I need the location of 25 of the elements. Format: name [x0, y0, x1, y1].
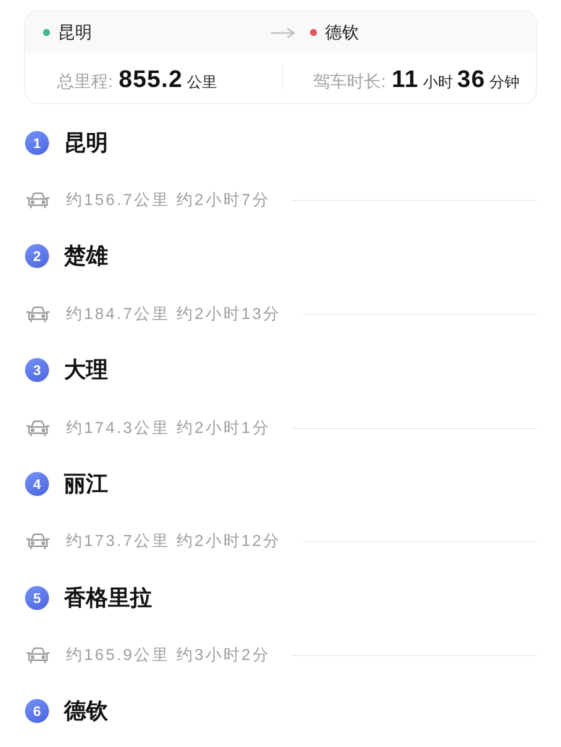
distance-text: 约174.3公里 约2小时1分 [66, 418, 270, 438]
place-name: 香格里拉 [64, 584, 152, 612]
number-badge: 3 [25, 358, 49, 382]
stat-label: 总里程: [57, 71, 113, 93]
number-badge: 6 [25, 699, 49, 723]
distance-text: 约156.7公里 约2小时7分 [66, 190, 270, 210]
number-badge: 5 [25, 586, 49, 610]
arrow [271, 28, 295, 38]
number-badge: 2 [25, 244, 49, 268]
place-name: 大理 [64, 356, 108, 384]
place-name: 德钦 [64, 697, 108, 725]
number-badge: 1 [25, 131, 49, 155]
number-badge: 4 [25, 472, 49, 496]
stat-value: 855.2 公里 [118, 65, 217, 95]
place-name: 德钦 [325, 22, 359, 44]
stat-label: 驾车时长: [313, 71, 386, 93]
distance-text: 约173.7公里 约2小时12分 [66, 532, 282, 552]
place-name: 昆明 [58, 22, 92, 44]
place-name: 丽江 [64, 470, 108, 498]
distance-text: 约165.9公里 约3小时2分 [66, 646, 270, 666]
distance-text: 约184.7公里 约2小时13分 [66, 304, 282, 324]
stat-value: 11 小时 36 分钟 [392, 65, 520, 95]
summary-card [24, 10, 537, 104]
place-name: 楚雄 [64, 242, 108, 270]
place-name: 昆明 [64, 129, 108, 157]
